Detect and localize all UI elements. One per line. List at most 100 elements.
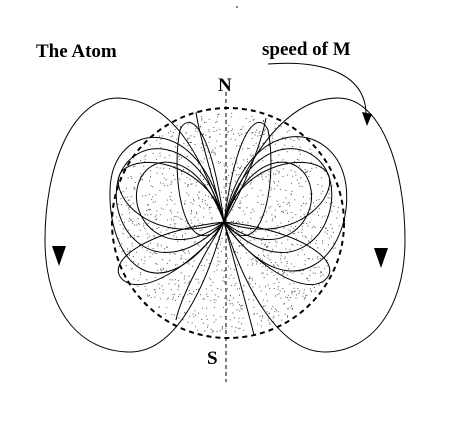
speckle-dot [271, 229, 273, 231]
speckle-dot [118, 238, 120, 240]
speckle-dot [188, 252, 190, 254]
speckle-dot [323, 249, 325, 251]
speckle-dot [272, 306, 274, 308]
speckle-dot [240, 323, 242, 325]
speckle-dot [198, 205, 200, 207]
speckle-dot [250, 212, 252, 213]
speckle-dot [133, 186, 135, 188]
speckle-dot [156, 210, 158, 212]
speckle-dot [211, 151, 212, 153]
speckle-dot [322, 240, 324, 242]
speckle-dot [317, 184, 319, 185]
speckle-dot [255, 231, 257, 233]
speckle-dot [118, 245, 120, 247]
speckle-dot [137, 263, 139, 265]
speckle-dot [193, 242, 195, 244]
speckle-dot [166, 204, 168, 206]
speckle-dot [169, 260, 171, 261]
speckle-dot [292, 272, 294, 274]
speckle-dot [200, 147, 202, 149]
speckle-dot [277, 161, 279, 163]
speckle-dot [266, 273, 268, 275]
speckle-dot [176, 125, 178, 127]
speckle-dot [144, 158, 146, 160]
speckle-dot [166, 199, 168, 201]
speckle-dot [297, 231, 299, 233]
field-loop-right-3 [223, 136, 348, 272]
speckle-dot [223, 186, 225, 188]
speckle-dot [286, 274, 288, 276]
speckle-dot [129, 254, 130, 256]
speckle-dot [303, 292, 305, 294]
speckle-dot [299, 290, 301, 292]
speckle-dot [191, 322, 193, 324]
speckle-dot [309, 148, 311, 150]
speckle-dot [322, 191, 324, 193]
speckle-dot [331, 185, 333, 187]
speckle-dot [155, 214, 157, 216]
speckle-dot [300, 205, 302, 207]
speckle-dot [185, 220, 187, 222]
speckle-dot [242, 210, 244, 212]
speckle-dot [327, 197, 329, 198]
speckle-dot [191, 211, 193, 213]
speckle-dot [216, 129, 218, 131]
speckle-dot [293, 287, 295, 289]
speckle-dot [285, 138, 287, 140]
speckle-dot [327, 230, 329, 231]
speckle-dot [293, 291, 295, 293]
speckle-dot [208, 118, 210, 120]
speckle-dot [271, 141, 273, 143]
speckle-dot [257, 195, 259, 197]
speckle-dot [197, 267, 199, 269]
speckle-dot [262, 299, 264, 301]
speckle-dot [150, 185, 152, 187]
speckle-dot [312, 258, 314, 260]
speckle-dot [172, 294, 174, 296]
speckle-dot [191, 222, 193, 224]
speckle-dot [292, 233, 294, 235]
speckle-dot [287, 294, 289, 296]
speckle-dot [266, 211, 268, 213]
speckle-dot [170, 183, 172, 185]
speckle-dot [305, 171, 307, 173]
speckle-dot [152, 152, 154, 154]
speckle-dot [303, 289, 305, 291]
speckle-dot [269, 134, 270, 136]
speckle-dot [236, 145, 238, 147]
speckle-dot [249, 283, 251, 285]
speckle-dot [318, 266, 320, 268]
speckle-dot [264, 305, 266, 307]
speckle-dot [291, 212, 293, 213]
speckle-dot [260, 189, 262, 191]
speckle-dot [287, 239, 289, 241]
speckle-dot [310, 208, 312, 210]
speckle-dot [181, 257, 183, 259]
speckle-dot [198, 245, 200, 247]
speckle-dot [323, 170, 325, 172]
speckle-dot [198, 282, 200, 284]
speckle-dot [213, 196, 214, 198]
speckle-dot [282, 271, 284, 272]
speckle-dot [273, 265, 275, 267]
speckle-dot [336, 217, 338, 219]
speckle-dot [251, 173, 253, 175]
speckle-dot [189, 315, 191, 317]
speckle-dot [213, 271, 215, 273]
field-loop-right-1 [223, 161, 312, 241]
speckle-dot [162, 267, 164, 269]
speckle-dot [277, 288, 279, 290]
speckle-dot [320, 272, 322, 274]
speckle-dot [171, 314, 173, 316]
speckle-dot [331, 210, 333, 212]
speckle-dot [178, 286, 180, 288]
speckle-dot [252, 258, 254, 259]
speckle-dot [330, 235, 332, 237]
speckle-dot [130, 219, 132, 221]
speckle-dot [152, 196, 154, 198]
speckle-dot [169, 224, 171, 226]
speckle-dot [130, 268, 132, 270]
speckle-dot [145, 195, 147, 196]
speckle-dot [262, 134, 264, 135]
speckle-dot [283, 227, 285, 229]
